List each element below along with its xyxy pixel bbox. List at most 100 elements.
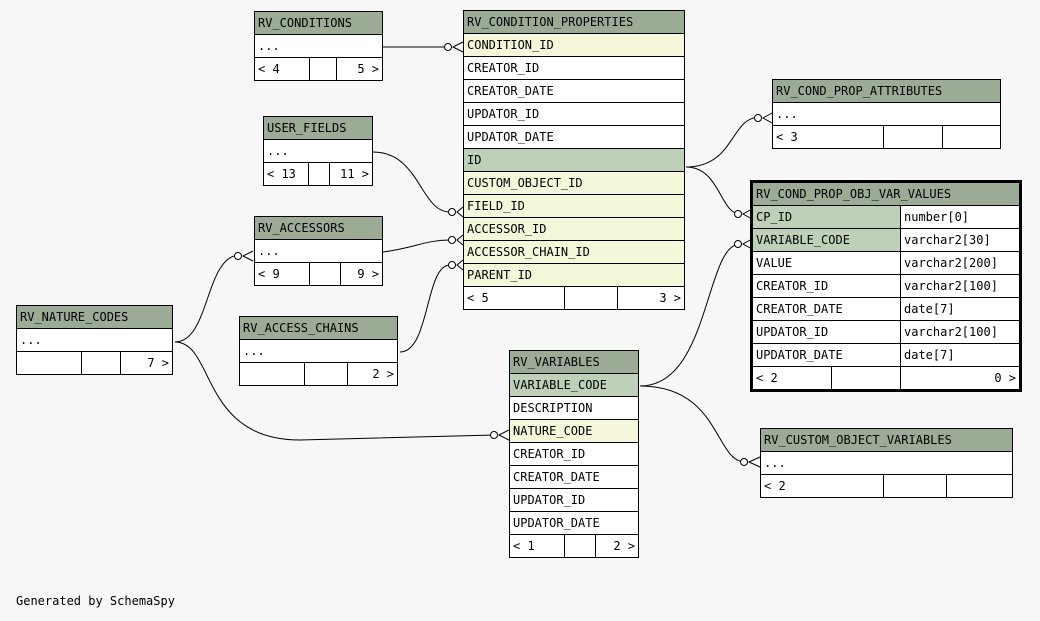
column-id[interactable]: ID [463,148,685,172]
table-ellipsis: ... [16,328,173,352]
edge-accessors-to-properties [382,239,451,253]
parents-count[interactable]: < 2 [751,366,832,391]
footer-spacer [831,366,901,391]
column-creator-date[interactable]: CREATOR_DATE [509,465,639,489]
column-type: number[0] [900,205,1021,229]
column-creator-date[interactable]: CREATOR_DATE [463,79,685,103]
parents-count[interactable]: < 3 [772,125,884,149]
column-updator-date[interactable]: UPDATOR_DATE [509,511,639,535]
column-creator-id[interactable]: CREATOR_ID [751,274,901,298]
table-rv-variables[interactable]: RV_VARIABLES VARIABLE_CODE DESCRIPTION N… [509,350,639,558]
table-rv-condition-properties[interactable]: RV_CONDITION_PROPERTIES CONDITION_ID CRE… [463,10,685,310]
table-title[interactable]: RV_COND_PROP_ATTRIBUTES [772,79,1001,103]
crow-foot [451,41,464,53]
column-field-id[interactable]: FIELD_ID [463,194,685,218]
edge-end-circle [740,458,748,466]
table-ellipsis: ... [254,239,383,263]
column-parent-id[interactable]: PARENT_ID [463,263,685,287]
table-ellipsis: ... [263,139,373,163]
column-value[interactable]: VALUE [751,251,901,275]
column-creator-date[interactable]: CREATOR_DATE [751,297,901,321]
column-variable-code[interactable]: VARIABLE_CODE [751,228,901,252]
edge-end-circle [490,431,498,439]
children-count[interactable]: 2 > [347,362,398,386]
edge-end-circle [734,210,742,218]
column-updator-id[interactable]: UPDATOR_ID [463,102,685,126]
parents-count[interactable]: < 5 [463,286,565,310]
footer-spacer [883,474,947,498]
column-nature-code[interactable]: NATURE_CODE [509,419,639,443]
parents-count[interactable]: < 4 [254,57,310,81]
footer-spacer [564,534,596,558]
table-user-fields[interactable]: USER_FIELDS ... < 13 11 > [263,116,373,186]
table-ellipsis: ... [772,102,1001,126]
crow-foot [761,112,773,124]
column-type: varchar2[100] [900,274,1021,298]
parents-count[interactable]: < 9 [254,262,310,286]
children-count[interactable] [942,125,1001,149]
table-title[interactable]: RV_NATURE_CODES [16,305,173,329]
children-count[interactable]: 5 > [336,57,383,81]
column-type: varchar2[200] [900,251,1021,275]
table-title[interactable]: USER_FIELDS [263,116,373,140]
children-count[interactable] [946,474,1013,498]
parents-count[interactable] [239,362,305,386]
children-count[interactable]: 9 > [340,262,383,286]
children-count[interactable]: 3 > [617,286,685,310]
edge-end-circle [448,208,456,216]
footer-spacer [564,286,618,310]
column-type: date[7] [900,343,1021,367]
parents-count[interactable]: < 2 [760,474,884,498]
table-title[interactable]: RV_VARIABLES [509,350,639,374]
table-title[interactable]: RV_CONDITION_PROPERTIES [463,10,685,34]
table-rv-custom-object-variables[interactable]: RV_CUSTOM_OBJECT_VARIABLES ... < 2 [760,428,1013,498]
table-title[interactable]: RV_CUSTOM_OBJECT_VARIABLES [760,428,1013,452]
edge-properties-to-objvarvalues [685,166,741,215]
column-condition-id[interactable]: CONDITION_ID [463,33,685,57]
table-title[interactable]: RV_ACCESS_CHAINS [239,316,398,340]
column-accessor-chain-id[interactable]: ACCESSOR_CHAIN_ID [463,240,685,264]
column-cp-id[interactable]: CP_ID [751,205,901,229]
children-count[interactable]: 2 > [595,534,639,558]
column-description[interactable]: DESCRIPTION [509,396,639,420]
footer-spacer [309,57,337,81]
table-title[interactable]: RV_CONDITIONS [254,11,383,35]
edge-end-circle [754,114,762,122]
edge-end-circle [234,252,242,260]
table-rv-nature-codes[interactable]: RV_NATURE_CODES ... 7 > [16,305,173,375]
generator-credit: Generated by SchemaSpy [16,594,175,608]
children-count[interactable]: 7 > [120,351,173,375]
column-creator-id[interactable]: CREATOR_ID [463,56,685,80]
column-updator-id[interactable]: UPDATOR_ID [509,488,639,512]
table-title[interactable]: RV_ACCESSORS [254,216,383,240]
table-rv-access-chains[interactable]: RV_ACCESS_CHAINS ... 2 > [239,316,398,386]
table-rv-conditions[interactable]: RV_CONDITIONS ... < 4 5 > [254,11,383,81]
edge-accesschains-to-properties [399,264,451,353]
table-rv-accessors[interactable]: RV_ACCESSORS ... < 9 9 > [254,216,383,286]
parents-count[interactable] [16,351,82,375]
edge-userfields-to-properties [372,151,451,213]
table-rv-cond-prop-obj-var-values[interactable]: RV_COND_PROP_OBJ_VAR_VALUES CP_ID number… [750,180,1022,392]
edge-end-circle [734,240,742,248]
footer-spacer [309,262,341,286]
table-ellipsis: ... [760,451,1013,475]
footer-spacer [883,125,943,149]
table-ellipsis: ... [254,34,383,58]
column-updator-date[interactable]: UPDATOR_DATE [463,125,685,149]
table-rv-cond-prop-attributes[interactable]: RV_COND_PROP_ATTRIBUTES ... < 3 [772,79,1001,149]
parents-count[interactable]: < 1 [509,534,565,558]
crow-foot [241,250,254,262]
parents-count[interactable]: < 13 [263,162,309,186]
table-title[interactable]: RV_COND_PROP_OBJ_VAR_VALUES [751,181,1021,206]
children-count[interactable]: 0 > [900,366,1021,391]
footer-spacer [304,362,348,386]
column-variable-code[interactable]: VARIABLE_CODE [509,373,639,397]
column-updator-date[interactable]: UPDATOR_DATE [751,343,901,367]
column-updator-id[interactable]: UPDATOR_ID [751,320,901,344]
column-creator-id[interactable]: CREATOR_ID [509,442,639,466]
column-accessor-id[interactable]: ACCESSOR_ID [463,217,685,241]
column-custom-object-id[interactable]: CUSTOM_OBJECT_ID [463,171,685,195]
edge-end-circle [444,43,452,51]
footer-spacer [81,351,121,375]
children-count[interactable]: 11 > [329,162,373,186]
